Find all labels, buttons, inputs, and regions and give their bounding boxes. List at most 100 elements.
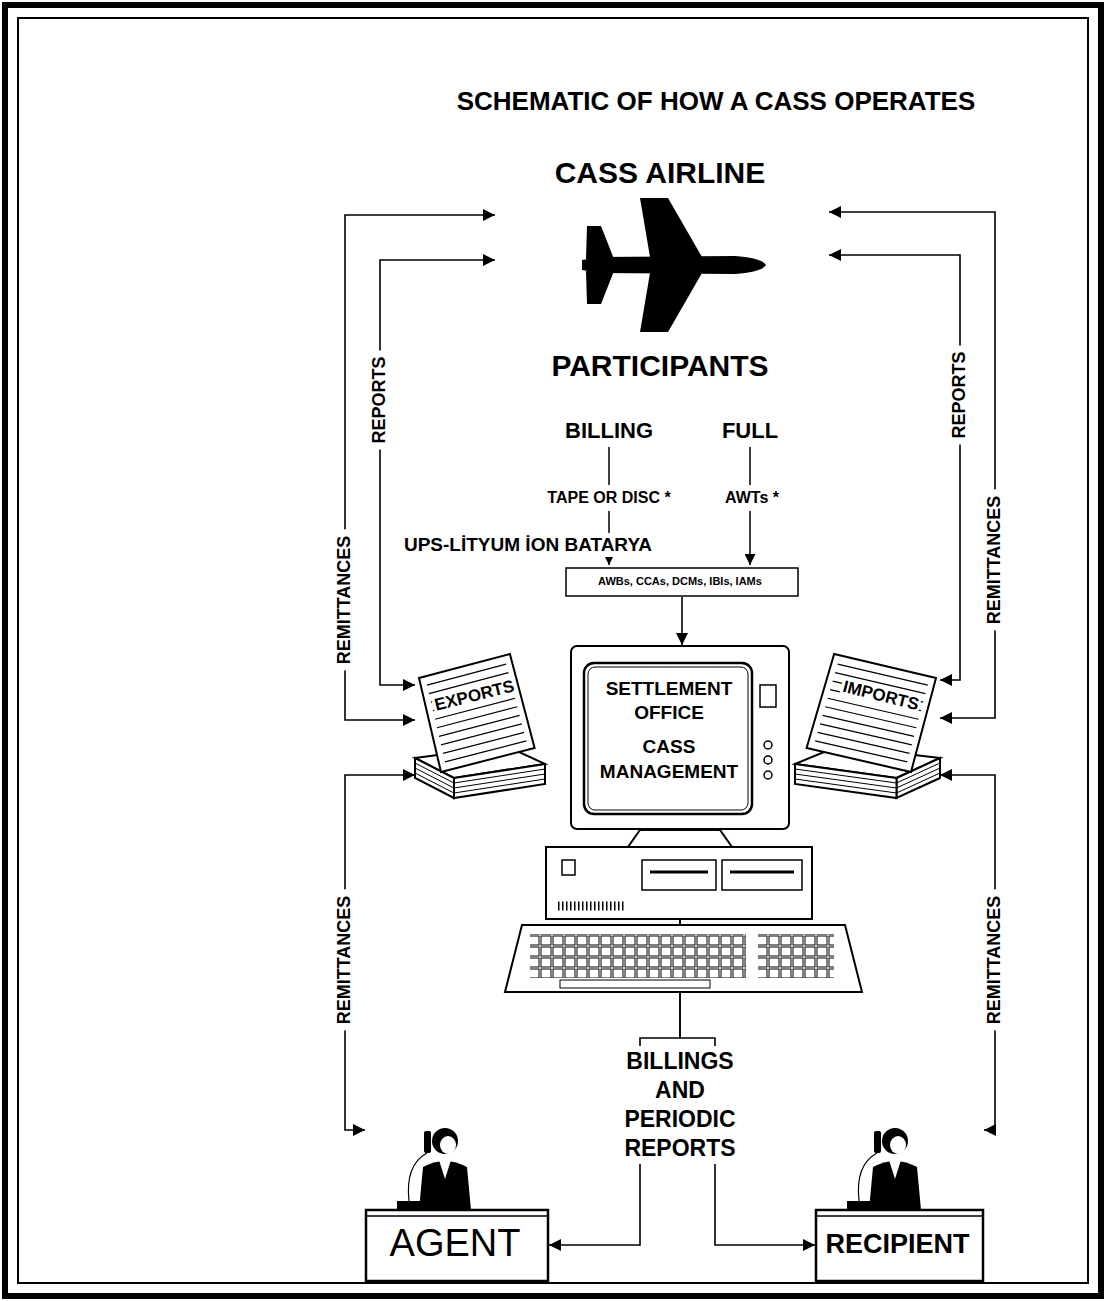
person-face [890, 1136, 906, 1154]
paper-edge-line [415, 773, 545, 793]
inner-frame [18, 18, 1088, 1283]
connector-label: REPORTS [368, 350, 392, 449]
person-shirt [439, 1160, 451, 1179]
flow-label: BILLING [565, 418, 653, 444]
monitor-screen-inner [588, 667, 748, 810]
telephone-base [847, 1201, 871, 1210]
vent-grille [558, 902, 625, 911]
desk-front [366, 1210, 548, 1281]
monitor-bezel [571, 646, 789, 829]
airline-group-text: PARTICIPANTS [495, 348, 825, 384]
output-label: BILLINGS AND PERIODIC REPORTS [620, 1046, 739, 1164]
paper-print-line [818, 732, 910, 753]
telephone-cord [408, 1153, 427, 1201]
person-body [869, 1161, 921, 1210]
paper-edge-line [795, 773, 940, 793]
monitor-screen [584, 663, 752, 814]
paper-edge-line [415, 763, 545, 783]
settlement-monitor-text: SETTLEMENT OFFICE [590, 677, 748, 725]
telephone-cord [858, 1153, 877, 1201]
keyboard [505, 925, 862, 992]
imports-stack: IMPORTS [795, 650, 940, 800]
person-body [419, 1161, 471, 1210]
flow-connector [829, 255, 960, 680]
monitor-knob [764, 771, 772, 779]
box-outline [566, 568, 798, 596]
desk-top-edge [816, 1215, 983, 1217]
exports-stack-outline [415, 650, 545, 800]
paper-stack [795, 654, 940, 798]
telephone-base [397, 1201, 421, 1210]
paper-print-line [445, 741, 526, 762]
person-face [440, 1136, 456, 1154]
airplane-tail [586, 226, 614, 259]
connector-label: REPORTS [948, 345, 972, 444]
connector-label: REMITTANCES [333, 530, 357, 671]
monitor-knob [764, 741, 772, 749]
airplane-wing [640, 198, 702, 257]
desk-front [816, 1210, 983, 1281]
person-head [432, 1128, 458, 1154]
paper-edge-line [415, 768, 545, 788]
paper-print-line [815, 741, 907, 762]
imports-stack-outline [795, 650, 940, 800]
monitor-panel [760, 685, 776, 707]
desk-top-edge [366, 1215, 548, 1217]
outer-frame [5, 5, 1101, 1296]
paper-stack [415, 654, 545, 798]
airplane-tail [586, 271, 614, 304]
leader-arrow [749, 511, 751, 565]
agent-desk: AGENT [365, 1115, 549, 1282]
airplane-silhouette [582, 198, 766, 332]
leader-line [749, 447, 751, 485]
settlement-monitor-text: CASS MANAGEMENT [590, 735, 748, 784]
flow-connector [345, 215, 495, 720]
paper-edge-line [795, 768, 940, 788]
flow-label: FULL [722, 418, 778, 444]
paper-edge-line [795, 763, 940, 783]
telephone-handset [874, 1131, 881, 1153]
paper-print-line [441, 724, 522, 745]
document-box-text: AWBs, CCAs, DCMs, IBIs, IAMs [565, 575, 795, 588]
keyboard-keys [530, 934, 746, 978]
settlement-monitor: SETTLEMENT OFFICE CASS MANAGEMENT [570, 645, 790, 830]
paper-sheet [419, 654, 535, 772]
drive-slot [650, 871, 708, 874]
recipient-desk: RECIPIENT [815, 1115, 984, 1282]
paper-sheet [807, 654, 936, 772]
flow-connector [681, 597, 683, 645]
flow-connector [829, 212, 995, 718]
paper-print-line [439, 715, 520, 736]
connector-label: REMITTANCES [333, 890, 357, 1031]
connector-label: REMITTANCES [983, 890, 1007, 1031]
paper-print-line [443, 732, 524, 753]
power-switch [562, 860, 575, 875]
recipient-desk-text: RECIPIENT [815, 1228, 980, 1260]
monitor-stand [628, 830, 732, 847]
disk-drive [722, 860, 802, 890]
disk-drive [642, 860, 716, 890]
paper-print-line [820, 724, 912, 745]
exports-stack: EXPORTS [415, 650, 545, 800]
paper-print-line [823, 715, 914, 736]
space-bar [560, 980, 710, 988]
monitor-knob [764, 756, 772, 764]
system-unit [546, 847, 812, 919]
airline-group: CASS AIRLINE PARTICIPANTS [495, 155, 829, 390]
keypad-keys [758, 934, 834, 978]
leader-line [608, 447, 610, 485]
watermark-text: UPS-LİTYUM İON BATARYA [400, 533, 656, 557]
media-label: TAPE OR DISC * [547, 489, 670, 507]
person-shirt [889, 1160, 901, 1179]
airplane-wing [640, 273, 702, 332]
drive-slot [730, 871, 794, 874]
airline-group-text: CASS AIRLINE [495, 155, 825, 191]
diagram-title: SCHEMATIC OF HOW A CASS OPERATES [457, 86, 976, 117]
flow-connector [380, 260, 495, 685]
media-label: AWTs * [725, 489, 779, 507]
document-box: AWBs, CCAs, DCMs, IBIs, IAMs [565, 567, 799, 597]
